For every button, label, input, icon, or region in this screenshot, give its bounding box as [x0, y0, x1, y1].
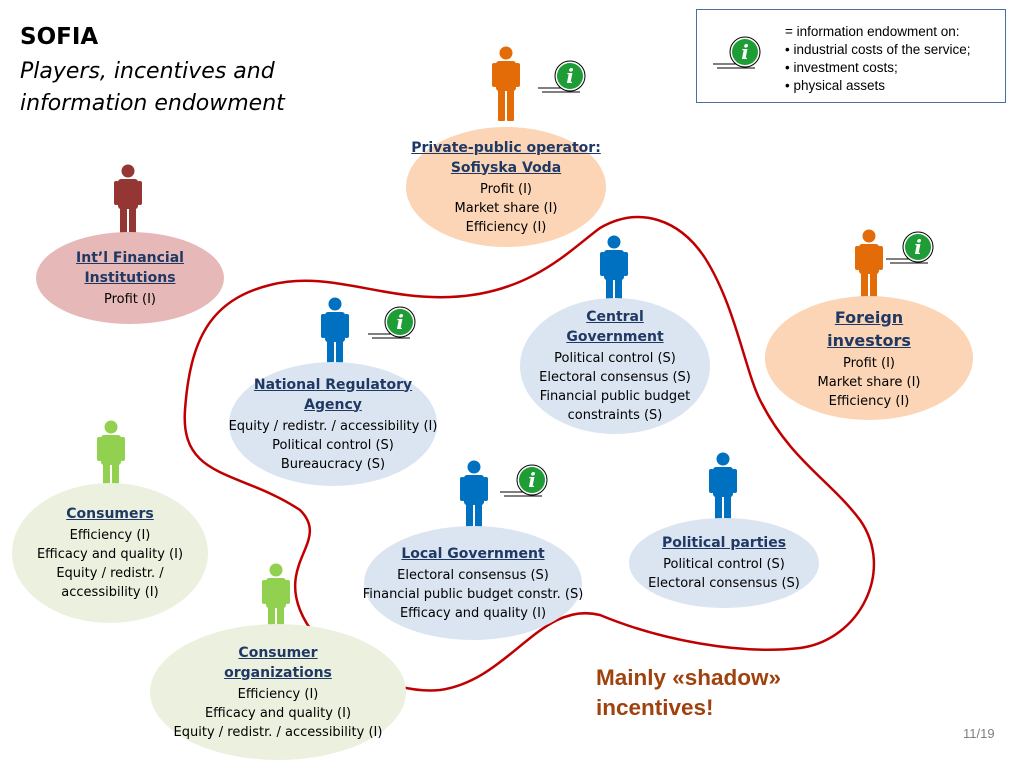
incentive-item: Efficacy and quality (I) [36, 547, 184, 562]
legend-text: = information endowment on: • industrial… [785, 23, 971, 95]
incentive-item: Efficiency (I) [465, 219, 547, 235]
info-icon: i [713, 36, 761, 69]
node-name: Local Government [401, 545, 545, 562]
incentive-item: Financial public budget constr. (S) [362, 586, 584, 602]
incentive-item: Market share (I) [817, 374, 921, 390]
central-government-node: Central Government Political control (S)… [520, 298, 710, 434]
incentive-item: Efficiency (I) [828, 393, 910, 409]
private-operator-node: Private-public operator: Sofiyska Voda P… [406, 127, 606, 247]
incentive-item: Electoral consensus (S) [397, 567, 549, 583]
central-government-figure [600, 235, 628, 310]
legend-line: = information endowment on: [785, 24, 960, 39]
nra-node: National Regulatory Agency Equity / redi… [229, 362, 437, 486]
info-icon: i [538, 60, 586, 93]
incentive-item: Financial public budget [539, 389, 691, 404]
info-icon: i [368, 306, 416, 339]
slide-subtitle: Players, incentives and information endo… [20, 59, 285, 116]
slide-title: SOFIA [20, 24, 99, 50]
node-name: Consumer [238, 644, 318, 661]
node-name: Private-public operator: [411, 139, 601, 156]
incentive-item: Equity / redistr. / accessibility (I) [173, 724, 383, 740]
incentive-item: Efficacy and quality (I) [204, 705, 352, 721]
incentive-item: Efficacy and quality (I) [399, 605, 547, 621]
node-name: Agency [304, 396, 362, 413]
legend-line: • investment costs; [785, 60, 898, 75]
incentive-item: Bureaucracy (S) [280, 456, 386, 472]
shadow-note-line: incentives! [596, 695, 714, 720]
incentive-item: Profit (I) [842, 355, 896, 371]
node-name: National Regulatory [253, 376, 413, 393]
node-name: organizations [224, 664, 332, 681]
incentive-item: Efficiency (I) [237, 686, 319, 702]
local-government-figure [460, 460, 488, 535]
consumer-orgs-node: Consumer organizations Efficiency (I) Ef… [150, 624, 406, 760]
incentive-item: Political control (S) [554, 351, 676, 366]
foreign-investors-node: Foreign investors Profit (I) Market shar… [765, 296, 973, 420]
incentive-item: Equity / redistr. / [56, 566, 164, 581]
incentive-item: Political control (S) [272, 437, 394, 453]
incentive-item: Efficiency (I) [69, 528, 151, 543]
svg-text:i: i [396, 310, 404, 334]
ifi-figure [114, 164, 142, 239]
ifi-node: Int’l Financial Institutions Profit (I) [36, 232, 224, 324]
foreign-investors-figure [855, 229, 883, 304]
incentive-item: Market share (I) [454, 200, 558, 216]
svg-text:i: i [914, 235, 922, 259]
local-government-node: Local Government Electoral consensus (S)… [362, 526, 584, 640]
node-name: Political parties [661, 535, 787, 551]
node-name: Sofiyska Voda [450, 159, 562, 176]
political-parties-node: Political parties Political control (S) … [629, 518, 819, 608]
incentive-item: Profit (I) [103, 291, 157, 307]
node-name: investors [827, 330, 911, 350]
page-number: 11/19 [963, 726, 995, 741]
node-name: Central [586, 309, 644, 325]
node-name: Int’l Financial [76, 249, 184, 266]
shadow-incentives-note: Mainly «shadow» incentives! [596, 663, 781, 723]
incentive-item: Electoral consensus (S) [539, 370, 691, 385]
legend-box: i = information endowment on: • industri… [696, 9, 1006, 103]
node-name: Government [566, 329, 664, 345]
incentive-item: Profit (I) [479, 181, 533, 197]
node-name: Consumers [66, 506, 154, 522]
private-operator-figure [492, 46, 520, 121]
incentive-item: accessibility (I) [61, 585, 159, 600]
incentive-item: Equity / redistr. / accessibility (I) [228, 418, 438, 434]
incentive-item: Political control (S) [663, 557, 785, 572]
legend-line: • physical assets [785, 78, 886, 93]
political-parties-figure [709, 452, 737, 527]
shadow-note-line: Mainly «shadow» [596, 665, 782, 690]
svg-text:i: i [566, 64, 574, 88]
info-icon: i [886, 231, 934, 264]
svg-text:i: i [528, 468, 536, 492]
consumers-node: Consumers Efficiency (I) Efficacy and qu… [12, 483, 208, 623]
incentive-item: Electoral consensus (S) [648, 576, 800, 591]
svg-text:i: i [741, 40, 749, 64]
node-name: Foreign [834, 307, 904, 327]
info-icon: i [500, 464, 548, 497]
incentive-item: constraints (S) [567, 408, 663, 423]
legend-line: • industrial costs of the service; [785, 42, 971, 57]
node-name: Institutions [84, 269, 176, 286]
